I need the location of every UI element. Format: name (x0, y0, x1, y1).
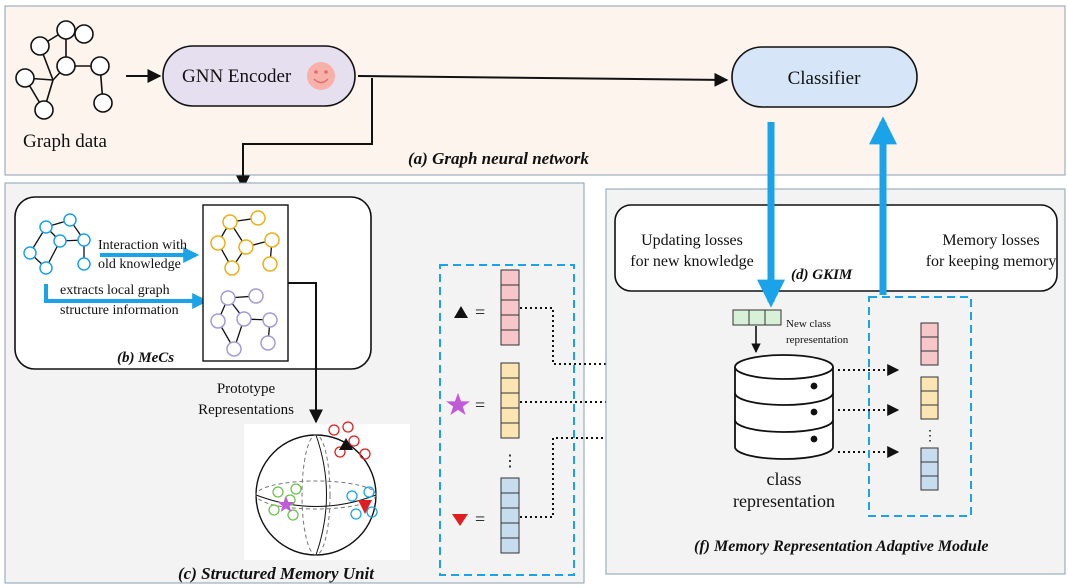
adaptive-caption: (f) Memory Representation Adaptive Modul… (694, 538, 989, 555)
graph-data-label: Graph data (23, 131, 107, 152)
adaptive-blue-vector (920, 447, 939, 491)
arrow-encoder-to-classifier (357, 72, 729, 87)
updating-losses-line1: Updating losses (641, 232, 743, 249)
interaction-text-line1: Interaction with (98, 238, 187, 253)
new-class-line2: representation (786, 334, 849, 346)
arrow-extract (44, 284, 209, 309)
triangle-down-icon (358, 500, 372, 514)
slot2-equals: = (475, 395, 485, 415)
slot1-equals: = (475, 302, 485, 322)
prototype-text-line1: Prototype (217, 381, 276, 397)
memory-losses-line1: Memory losses (942, 232, 1039, 249)
triangle-up-icon (339, 438, 353, 450)
database-icon (734, 354, 834, 460)
extract-text-line1: extracts local graph (60, 283, 170, 298)
graph-data-icon (15, 20, 113, 120)
memory-losses-line2: for keeping memory (926, 253, 1057, 270)
new-class-vector (732, 309, 782, 326)
arrow-encoder-to-mecs (236, 78, 373, 190)
classifier-label: Classifier (788, 68, 861, 89)
star-icon (277, 496, 295, 512)
arrow-prototype-to-sphere (288, 282, 323, 424)
slot-triangle-down-icon (452, 514, 468, 526)
slots-ellipsis: ⋮ (502, 453, 518, 470)
interaction-text-line2: old knowledge (98, 257, 181, 272)
classifier-box (731, 46, 918, 108)
adaptive-yellow-vector (920, 376, 939, 420)
structured-memory-sphere (244, 421, 410, 560)
class-representation-line2: representation (733, 491, 835, 511)
yellow-memory-vector (500, 362, 520, 439)
slot-star-icon (446, 393, 470, 415)
prototype-frame (202, 204, 289, 362)
adaptive-ellipsis: ⋮ (923, 429, 937, 444)
class-representation-line1: class (767, 469, 802, 489)
memory-slots-box (439, 264, 575, 576)
gnn-encoder-box (162, 45, 356, 107)
memory-unit-caption: (c) Structured Memory Unit (178, 564, 375, 583)
gnn-encoder-label: GNN Encoder (182, 66, 292, 87)
updating-losses-line2: for new knowledge (630, 253, 754, 270)
gnn-panel-caption: (a) Graph neural network (408, 149, 589, 168)
blue-memory-vector (500, 477, 520, 554)
new-class-line1: New class (786, 318, 831, 330)
adaptive-memory-box (868, 296, 972, 517)
mecs-caption: (b) MeCs (117, 350, 174, 366)
old-knowledge-graph-icon (210, 210, 280, 276)
pink-memory-vector (500, 269, 520, 346)
smiley-face-icon (307, 62, 335, 90)
mecs-input-graph-icon (23, 213, 91, 275)
gkim-caption: (d) GKIM (791, 267, 853, 283)
adaptive-pink-vector (920, 322, 939, 366)
slot3-equals: = (475, 509, 485, 529)
extract-text-line2: structure information (60, 303, 179, 318)
local-structure-graph-icon (210, 288, 278, 357)
slot-triangle-up-icon (454, 306, 468, 318)
gkim-box (614, 204, 1058, 292)
prototype-text-line2: Representations (198, 402, 294, 418)
